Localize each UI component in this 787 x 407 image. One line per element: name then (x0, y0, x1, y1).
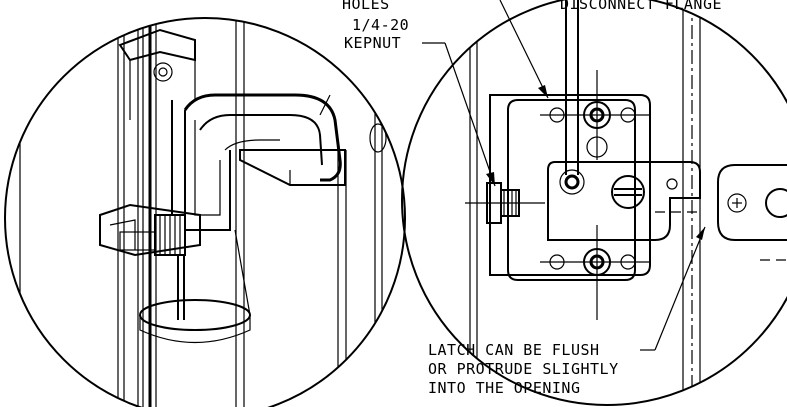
slotted-screw (611, 175, 645, 209)
latch-note-line1: LATCH CAN BE FLUSH (428, 341, 600, 359)
lower-nut (540, 225, 650, 320)
latch-note-line3: INTO THE OPENING (428, 379, 581, 397)
kepnut (465, 182, 545, 224)
latch-plate (547, 161, 701, 241)
holes-label: HOLES (342, 0, 390, 13)
left-detail-circle (4, 17, 406, 407)
kepnut-size-label: 1/4-20 (352, 16, 409, 34)
right-detail-circle (401, 0, 787, 406)
vertical-rods (171, 100, 185, 320)
adjacent-component (717, 164, 787, 261)
side-knob (369, 123, 387, 153)
latch-hook (183, 93, 342, 231)
horizontal-bar (239, 149, 346, 186)
vertical-rod (559, 0, 585, 195)
hole-latch-right (666, 178, 678, 190)
left-isometric-detail (4, 17, 406, 407)
leader-lines (422, 0, 706, 351)
backing-plate (489, 94, 651, 276)
cylindrical-base (139, 229, 251, 343)
mounting-plate (507, 99, 636, 281)
upper-nut (540, 70, 650, 160)
latch-note-line2: OR PROTRUDE SLIGHTLY (428, 360, 619, 378)
flange-label: DISCONNECT FLANGE (560, 0, 722, 13)
kepnut-label: KEPNUT (344, 34, 401, 52)
lower-bracket-with-nut (99, 203, 201, 257)
right-front-detail (401, 0, 787, 406)
callout-labels: HOLES DISCONNECT FLANGE 1/4-20 KEPNUT LA… (342, 0, 722, 397)
upper-bracket (118, 28, 196, 120)
